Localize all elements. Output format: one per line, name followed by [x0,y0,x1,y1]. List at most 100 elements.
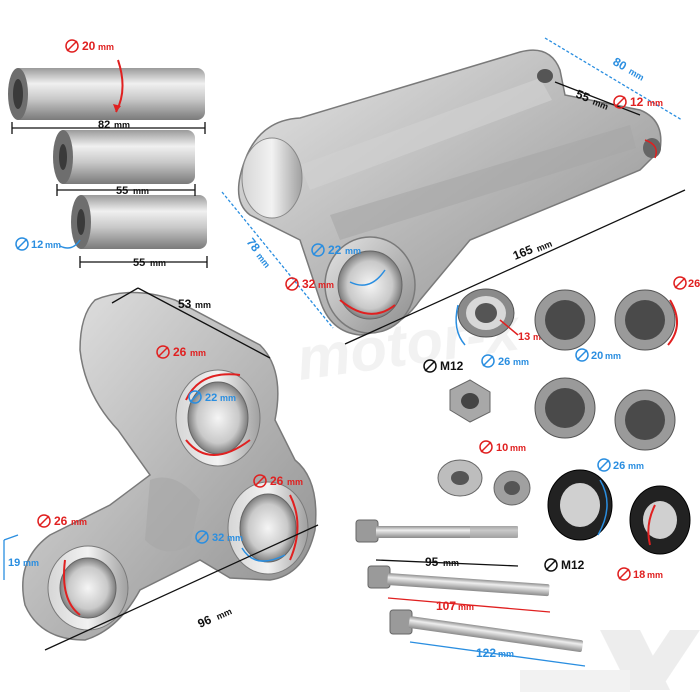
seal-small [629,485,691,555]
spacer-mid-label: 55 [116,185,128,197]
bolt-long-label: 122 [476,646,496,660]
nut [449,379,491,423]
svg-text:mm: mm [318,280,334,290]
dim-rocker-right-inner: 32 mm [195,530,286,562]
rocker-left-side-label: 19 [8,557,20,569]
svg-text:mm: mm [133,186,149,196]
dim-bolt-mid: 107 mm [387,597,551,613]
dim-rocker-left-outer: 26 mm [37,514,87,616]
dim-rocker-left-side: 19 mm [3,534,39,580]
svg-text:mm: mm [227,533,243,543]
spacer-short-label: 55 [133,257,145,269]
brand-logo [520,630,700,692]
svg-text:mm: mm [254,251,272,270]
rocker-right-inner-label: 32 [212,532,224,544]
rocker-top-inner-label: 22 [205,392,217,404]
spacer-dia-label: 20 [82,39,96,53]
needle-outer-label: 26 [688,278,700,290]
dim-spacer-long: 82 mm [11,119,206,134]
ball-bearing [457,288,515,338]
svg-text:mm: mm [190,348,206,358]
dim-bolt-short: 95 mm [375,555,519,569]
dogbone-bore-inner-label: 22 [328,243,342,257]
dim-washer: 10 mm [479,440,526,454]
svg-text:mm: mm [220,393,236,403]
dim-spacer-inner: 12 mm [15,237,81,251]
dogbone-inner-label: 55 [574,87,592,105]
needle-inner-label: 20 [591,350,603,362]
svg-text:mm: mm [150,258,166,268]
svg-text:mm: mm [215,606,234,622]
bolt-long [389,609,584,652]
svg-text:mm: mm [71,517,87,527]
spacer-mid [53,130,195,184]
rocker-right-outer-label: 26 [270,474,284,488]
dogbone-width-label: 80 [611,54,630,73]
ball-outer-label: 26 [498,356,510,368]
dogbone-pin-label: 12 [630,95,644,109]
svg-text:mm: mm [647,98,663,108]
svg-text:mm: mm [45,240,61,250]
needle-bearing-2 [614,289,676,351]
svg-text:mm: mm [443,558,459,568]
dim-rocker-right-outer: 26 mm [253,474,303,561]
spacer-long-label: 82 [98,119,110,131]
svg-text:mm: mm [23,558,39,568]
rocker-arm [22,291,317,641]
bolt-short [355,519,518,543]
bolt-mid-label: 107 [436,599,456,613]
spacer-long [8,68,205,120]
ball-inner-label: 13 [518,331,530,343]
dim-dogbone-bore-outer: 32 mm [285,277,396,315]
svg-text:mm: mm [605,351,621,361]
dogbone-link [237,49,662,336]
svg-text:mm: mm [627,66,646,83]
svg-text:mm: mm [498,649,514,659]
bolt-thread-label: M12 [561,558,585,572]
nut-label: M12 [440,359,464,373]
spacer-inner-label: 12 [31,239,43,251]
bolt-mid [367,565,550,597]
seal-small-label: 18 [633,569,645,581]
dogbone-bore-outer-label: 32 [302,277,316,291]
dim-seal-large: 26 mm [597,458,644,536]
spacer-short [71,195,207,249]
washer [437,459,483,497]
dim-bolt-long: 122 mm [409,641,586,667]
dim-seal-small: 18 mm [617,504,663,581]
needle-bearing-4 [614,389,676,451]
svg-text:mm: mm [195,300,211,310]
svg-text:mm: mm [535,239,554,254]
dim-rocker-top-width: 53 mm [111,287,271,359]
needle-bearing-3 [534,377,596,439]
dim-rocker-top-inner: 22 mm [188,390,236,404]
rocker-length-label: 96 [196,612,214,630]
dim-dogbone-pin: 12 mm [613,95,663,159]
dim-dogbone-length: 165 mm [344,189,686,345]
needle-bearing-1 [534,289,596,351]
dim-spacer-mid: 55 mm [56,184,196,197]
seal-large [547,469,613,541]
rocker-top-width-label: 53 [178,297,192,311]
bushing-small [493,470,531,506]
svg-text:mm: mm [458,602,474,612]
dim-dogbone-height: 78 mm [221,191,334,329]
svg-text:mm: mm [114,120,130,130]
svg-text:mm: mm [628,461,644,471]
washer-label: 10 [496,442,508,454]
dim-needle-inner: 20 mm [575,348,621,362]
svg-text:mm: mm [647,570,663,580]
svg-text:mm: mm [345,246,361,256]
seal-large-label: 26 [613,460,625,472]
svg-text:mm: mm [98,42,114,52]
bolt-short-label: 95 [425,555,439,569]
dim-spacer-dia: 20 mm [65,39,124,113]
rocker-left-outer-label: 26 [54,514,68,528]
rocker-top-outer-label: 26 [173,345,187,359]
svg-text:mm: mm [287,477,303,487]
dim-bolt-thread: M12 [544,558,585,572]
svg-text:mm: mm [513,357,529,367]
dim-nut: M12 [423,359,464,373]
svg-text:mm: mm [510,443,526,453]
